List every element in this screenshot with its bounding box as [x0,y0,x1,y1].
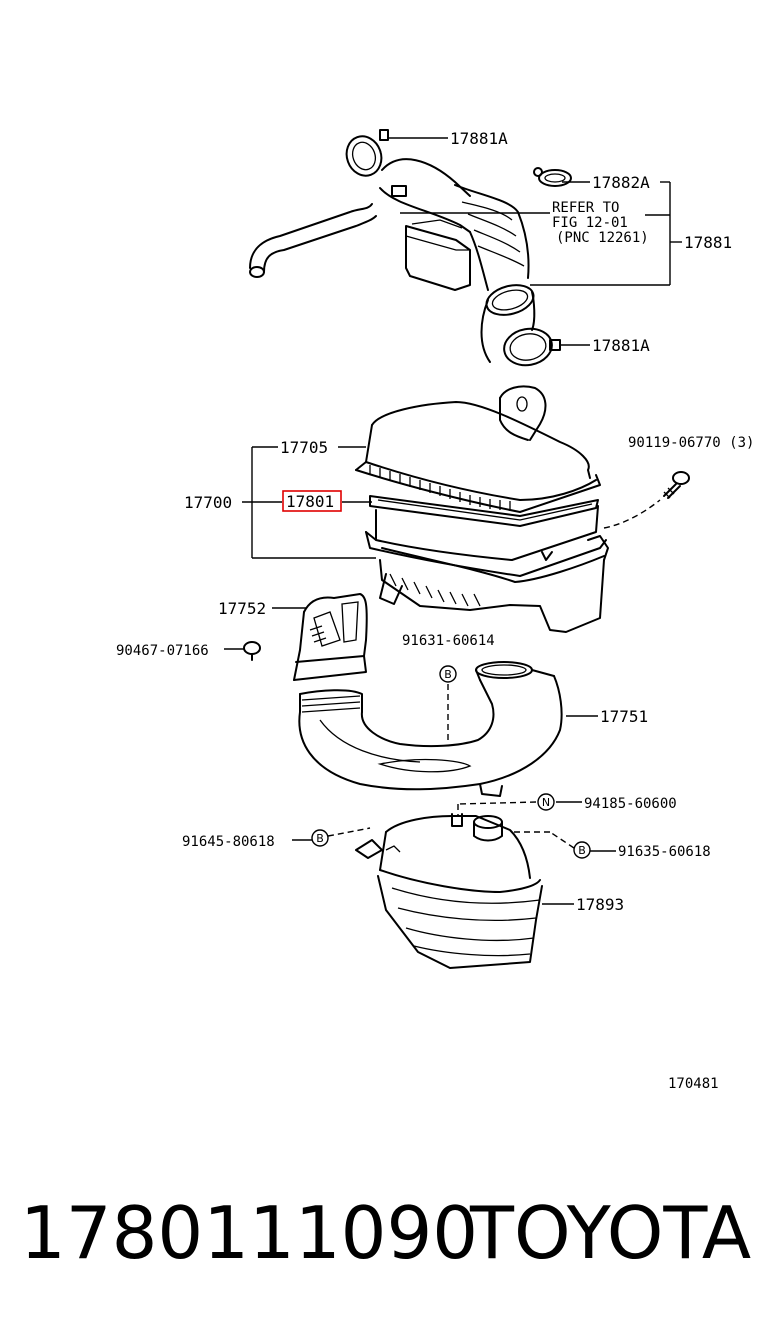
callout-17882A: 17882A [592,173,650,192]
callout-17705: 17705 [280,438,328,457]
svg-text:B: B [578,844,586,857]
leader-lines-top [388,137,682,346]
symbol-b-91631: B [439,665,457,683]
resonator-17893 [355,813,543,969]
callout-17893: 17893 [576,895,624,914]
highlight-box-17801 [282,490,342,512]
symbol-b-91635: B [573,841,591,859]
callout-94185: 94185-60600 [584,796,677,812]
intake-duct-17752 [293,593,368,681]
callout-17751: 17751 [600,707,648,726]
svg-text:B: B [316,832,324,845]
callout-17881: 17881 [684,233,732,252]
callout-17752: 17752 [218,599,266,618]
air-cleaner-case [365,505,609,633]
air-filter-element [369,495,599,527]
callout-91645: 91645-80618 [182,834,275,850]
callout-refer-line1: REFER TO [552,200,619,216]
dashed-bolt-path [603,499,661,529]
callout-90119: 90119-06770 (3) [628,435,754,451]
breather-tube [249,185,407,278]
part-number-title: 1780111090 [20,1191,479,1275]
figure-id-170481: 170481 [668,1076,719,1092]
brand-name: TOYOTA [470,1191,752,1275]
hose-clamp-small [533,167,572,187]
bolt-90119 [663,471,690,499]
clip-90467 [243,641,261,661]
callout-90467: 90467-07166 [116,643,209,659]
callout-91635: 91635-60618 [618,844,711,860]
air-duct-17751 [298,661,563,797]
callout-17881A-bottom: 17881A [592,336,650,355]
callout-91631: 91631-60614 [402,633,495,649]
bracket-17700 [242,446,376,559]
intake-hose-upper [379,158,536,363]
svg-text:N: N [542,796,550,809]
callout-17801[interactable]: 17801 [286,492,334,511]
resonator-leaders [292,801,616,905]
air-cleaner-cap [355,385,601,513]
callout-refer-line2: FIG 12-01 [552,215,628,231]
symbol-n-94185: N [537,793,555,811]
resonator-box [405,219,471,291]
callout-17700: 17700 [184,493,232,512]
hose-clamp-top [345,129,389,177]
hose-clamp-bottom [503,327,561,367]
callout-refer-line3: (PNC 12261) [556,230,649,246]
symbol-b-91645: B [311,829,329,847]
svg-text:B: B [444,668,452,681]
callout-17881A-top: 17881A [450,129,508,148]
